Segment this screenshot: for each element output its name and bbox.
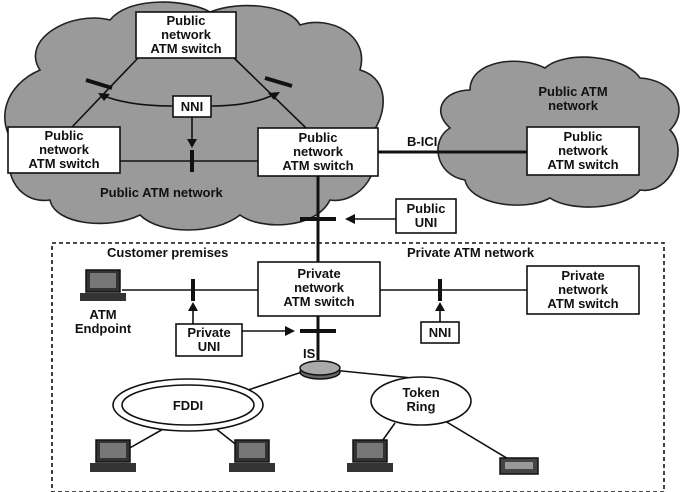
svg-text:network: network	[294, 280, 345, 295]
right-cloud-label-line1: Public ATM	[538, 84, 607, 99]
svg-text:NNI: NNI	[181, 99, 203, 114]
svg-text:ATM switch: ATM switch	[150, 41, 221, 56]
tick-nni-top-right	[264, 76, 293, 88]
private-uni-box: Private UNI	[175, 323, 243, 357]
public-switch-right: Public network ATM switch	[526, 126, 640, 176]
svg-text:ATM switch: ATM switch	[547, 157, 618, 172]
svg-text:Token: Token	[402, 385, 439, 400]
computer-icon-ring	[347, 439, 393, 472]
nni-arrowhead-left	[98, 93, 110, 101]
customer-premises-label: Customer premises	[107, 245, 228, 260]
svg-text:network: network	[39, 142, 90, 157]
svg-text:ATM switch: ATM switch	[283, 294, 354, 309]
nni-arrow-right	[210, 94, 274, 107]
private-network-label: Private ATM network	[407, 245, 535, 260]
public-switch-left: Public network ATM switch	[7, 126, 121, 174]
nni-arrow-left	[103, 95, 174, 107]
nni-arrowhead-right	[268, 92, 280, 100]
private-uni-arrowhead-right	[285, 326, 295, 336]
svg-text:ATM switch: ATM switch	[28, 156, 99, 171]
svg-text:UNI: UNI	[415, 215, 437, 230]
svg-text:ATM switch: ATM switch	[282, 158, 353, 173]
private-switch-center: Private network ATM switch	[257, 261, 381, 317]
svg-text:NNI: NNI	[429, 325, 451, 340]
private-uni-arrowhead-up	[188, 302, 198, 311]
link-ring-printer	[444, 420, 511, 461]
svg-text:network: network	[293, 144, 344, 159]
link-is-tokenring	[331, 369, 413, 379]
customer-premises-border	[51, 242, 665, 492]
is-label: IS	[303, 346, 316, 361]
computer-icon-fddi-2	[229, 439, 275, 472]
svg-text:network: network	[161, 27, 212, 42]
nni-arrowhead-down	[187, 139, 197, 148]
svg-text:UNI: UNI	[198, 339, 220, 354]
public-uni-arrowhead	[345, 214, 355, 224]
fddi-ring: FDDI	[112, 378, 264, 432]
token-ring: Token Ring	[370, 376, 472, 426]
svg-text:network: network	[558, 282, 609, 297]
printer-icon	[499, 457, 539, 475]
public-switch-center: Public network ATM switch	[257, 127, 379, 177]
svg-text:ATM switch: ATM switch	[547, 296, 618, 311]
svg-text:Ring: Ring	[407, 399, 436, 414]
right-cloud-label-line2: network	[548, 98, 599, 113]
svg-text:FDDI: FDDI	[173, 398, 203, 413]
public-switch-top: Public network ATM switch	[135, 11, 237, 59]
private-nni-box: NNI	[420, 321, 460, 344]
left-cloud-label: Public ATM network	[100, 185, 224, 200]
computer-icon-fddi-1	[90, 439, 136, 472]
svg-text:Private: Private	[561, 268, 604, 283]
link-top-left	[71, 57, 139, 128]
svg-text:Public: Public	[406, 201, 445, 216]
tick-nni-top-left	[85, 78, 113, 90]
svg-text:Private: Private	[297, 266, 340, 281]
svg-text:Public: Public	[563, 129, 602, 144]
public-uni-box: Public UNI	[395, 198, 457, 234]
endpoint-label-line2: Endpoint	[75, 321, 132, 336]
svg-text:Private: Private	[187, 325, 230, 340]
svg-text:network: network	[558, 143, 609, 158]
router-icon	[299, 360, 341, 380]
private-nni-arrowhead	[435, 302, 445, 311]
endpoint-label-line1: ATM	[89, 307, 116, 322]
bici-label: B-ICI	[407, 134, 437, 149]
svg-text:Public: Public	[166, 13, 205, 28]
computer-icon	[80, 269, 126, 301]
private-switch-right: Private network ATM switch	[526, 265, 640, 315]
svg-text:Public: Public	[44, 128, 83, 143]
svg-text:Public: Public	[298, 130, 337, 145]
nni-label-box: NNI	[172, 95, 212, 118]
